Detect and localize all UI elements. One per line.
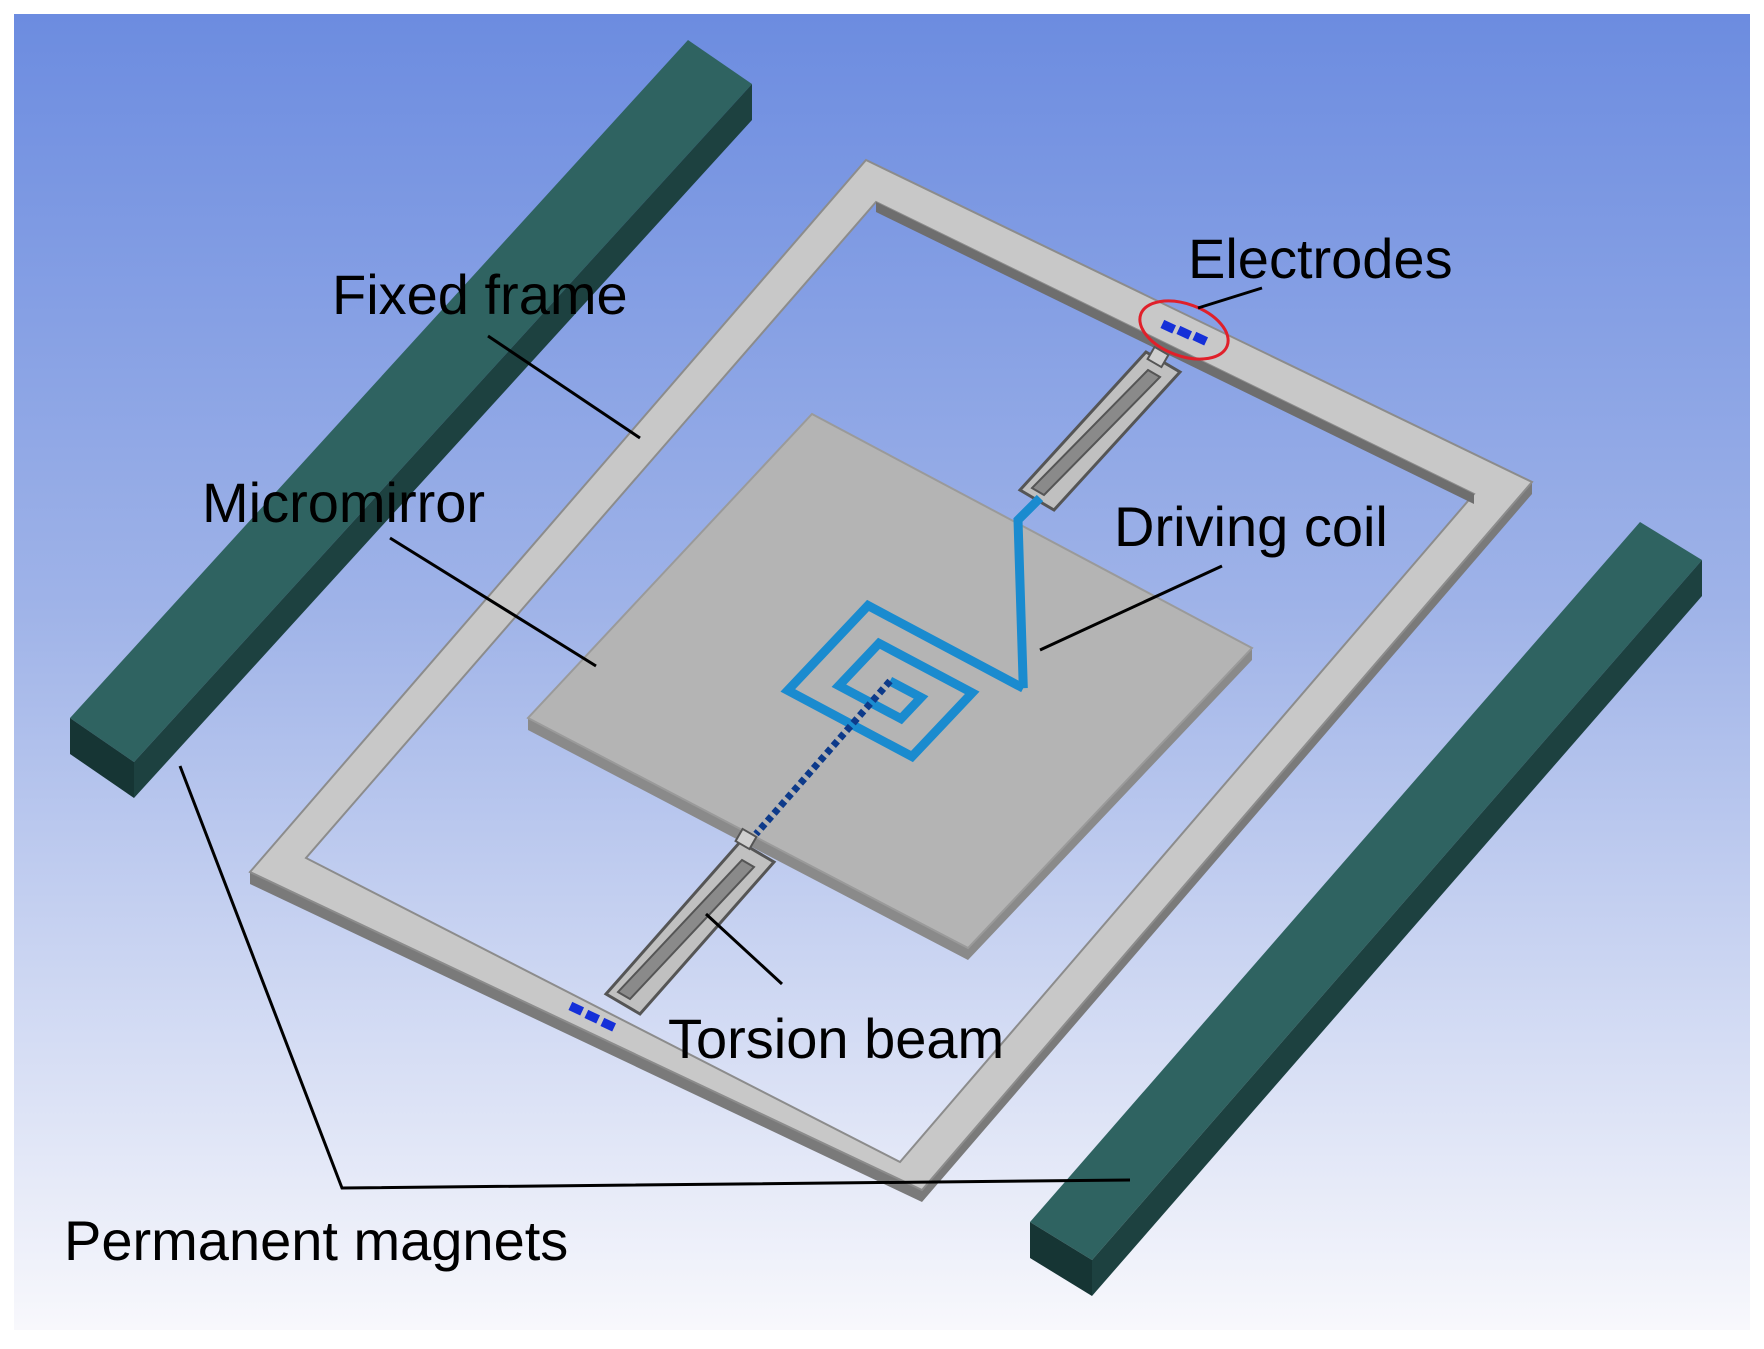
magnet-left-side-face <box>134 84 752 798</box>
magnet-left-end-face <box>70 718 134 798</box>
magnet-right-top-face <box>1030 522 1702 1260</box>
label-electrodes: Electrodes <box>1188 227 1453 290</box>
leader-electrodes <box>1197 286 1263 310</box>
label-driving-coil: Driving coil <box>1114 495 1388 558</box>
leader-fixed-frame <box>487 334 641 440</box>
label-fixed-frame: Fixed frame <box>332 263 628 326</box>
electrode-icon <box>1176 325 1193 340</box>
torsion-beam-top-slot <box>1030 368 1162 497</box>
leader-permanent-magnets <box>178 765 1131 1190</box>
leader-driving-coil <box>1039 564 1223 652</box>
leader-micromirror <box>389 536 597 668</box>
label-permanent-magnets: Permanent magnets <box>64 1209 568 1272</box>
electrode-icon <box>600 1017 617 1032</box>
torsion-beam-bottom-anchor <box>734 827 758 851</box>
label-micromirror: Micromirror <box>202 471 485 534</box>
permanent-magnet-left <box>70 40 752 798</box>
electrode-icon <box>584 1009 601 1024</box>
driving-coil-spiral <box>780 599 1026 763</box>
electrode-icon <box>1192 331 1209 346</box>
leader-torsion-beam <box>704 912 784 986</box>
driving-coil-underpass <box>753 678 893 837</box>
electrodes-highlight-ellipse <box>1138 299 1230 361</box>
driving-coil <box>753 494 1044 837</box>
magnet-left-top-face <box>70 40 752 762</box>
leader-lines <box>178 286 1263 1190</box>
electrode-icon <box>1160 319 1177 334</box>
torsion-beam-top <box>1017 345 1183 512</box>
driving-coil-lead-top <box>1013 494 1044 689</box>
torsion-beam-bottom <box>603 827 777 1016</box>
electrodes-bottom <box>568 1001 617 1032</box>
magnet-right-end-face <box>1030 1222 1092 1296</box>
label-torsion-beam: Torsion beam <box>668 1007 1004 1070</box>
magnet-right-side-face <box>1092 560 1702 1296</box>
permanent-magnet-right <box>1030 522 1702 1296</box>
micromirror-thickness <box>528 648 1252 960</box>
torsion-beam-top-anchor <box>1146 345 1170 369</box>
electrode-icon <box>568 1001 585 1016</box>
electrodes-top <box>1138 299 1230 361</box>
torsion-beam-bottom-slot <box>616 858 756 1001</box>
